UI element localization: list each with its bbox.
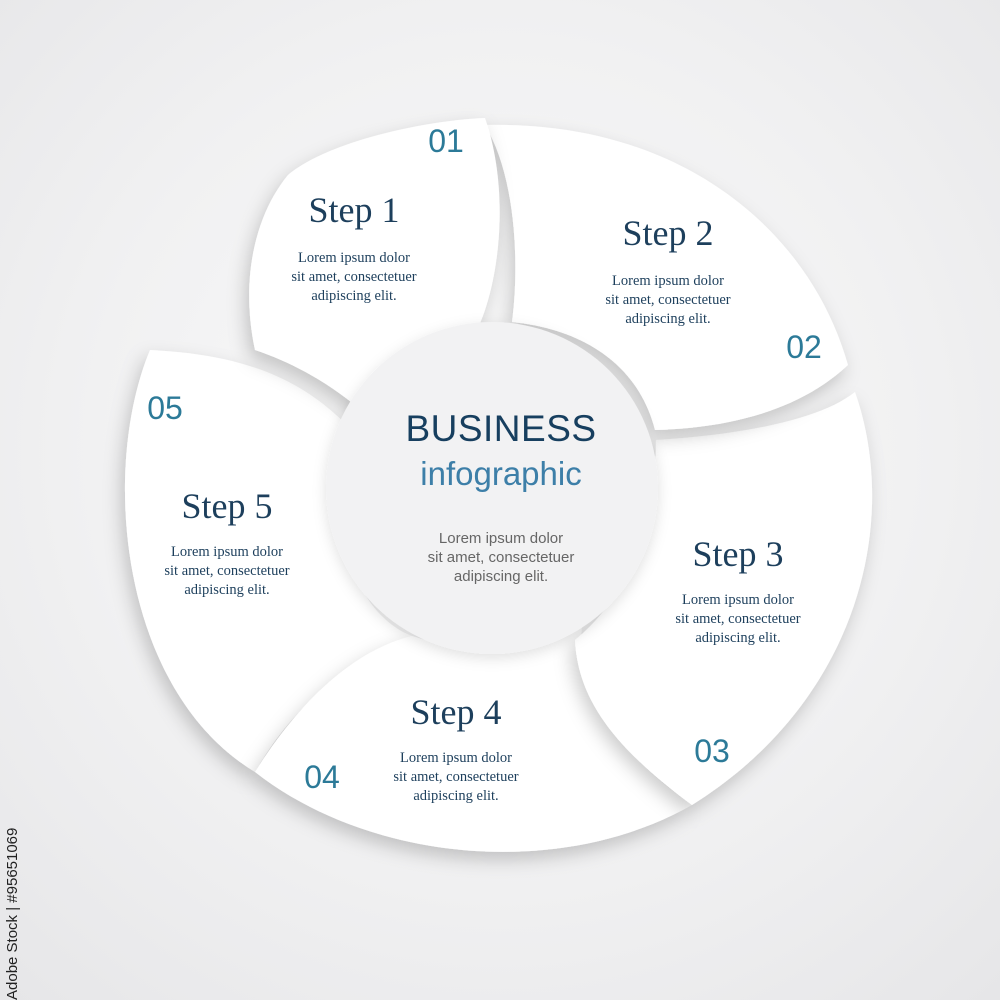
center-body-line-1: Lorem ipsum dolor <box>439 530 563 547</box>
step-1-title: Step 1 <box>308 190 399 230</box>
step-4-body-line-2: sit amet, consectetuer <box>393 769 518 785</box>
step-1-number: 01 <box>428 123 464 159</box>
center-body-line-3: adipiscing elit. <box>454 568 548 585</box>
step-1-body-line-2: sit amet, consectetuer <box>291 269 416 285</box>
step-5-body-line-3: adipiscing elit. <box>184 582 269 598</box>
step-2-segment <box>485 124 848 430</box>
step-2-number: 02 <box>786 329 822 365</box>
step-5-number: 05 <box>147 390 183 426</box>
step-3-segment <box>575 392 873 805</box>
step-2-body-line-3: adipiscing elit. <box>625 311 710 327</box>
step-2-body-line-2: sit amet, consectetuer <box>605 292 730 308</box>
stock-id-watermark: Adobe Stock | #95651069 <box>4 827 21 1000</box>
step-4-body-line-3: adipiscing elit. <box>413 788 498 804</box>
step-4-title: Step 4 <box>410 692 501 732</box>
step-3-body-line-1: Lorem ipsum dolor <box>682 592 794 608</box>
center-body-line-2: sit amet, consectetuer <box>428 549 575 566</box>
step-3-title: Step 3 <box>692 534 783 574</box>
center-subtitle: infographic <box>420 455 581 492</box>
step-3-body-line-2: sit amet, consectetuer <box>675 611 800 627</box>
step-2-body-line-1: Lorem ipsum dolor <box>612 273 724 289</box>
step-2-title: Step 2 <box>622 213 713 253</box>
center-title: BUSINESS <box>405 408 596 449</box>
step-3-body-line-3: adipiscing elit. <box>695 630 780 646</box>
step-3-number: 03 <box>694 733 730 769</box>
step-1-body-line-1: Lorem ipsum dolor <box>298 250 410 266</box>
step-5-body-line-1: Lorem ipsum dolor <box>171 544 283 560</box>
step-5-title: Step 5 <box>181 486 272 526</box>
step-4-body-line-1: Lorem ipsum dolor <box>400 750 512 766</box>
step-4-segment <box>255 626 692 852</box>
step-4-number: 04 <box>304 759 340 795</box>
center-hub <box>326 322 658 654</box>
step-1-body-line-3: adipiscing elit. <box>311 288 396 304</box>
step-5-body-line-2: sit amet, consectetuer <box>164 563 289 579</box>
